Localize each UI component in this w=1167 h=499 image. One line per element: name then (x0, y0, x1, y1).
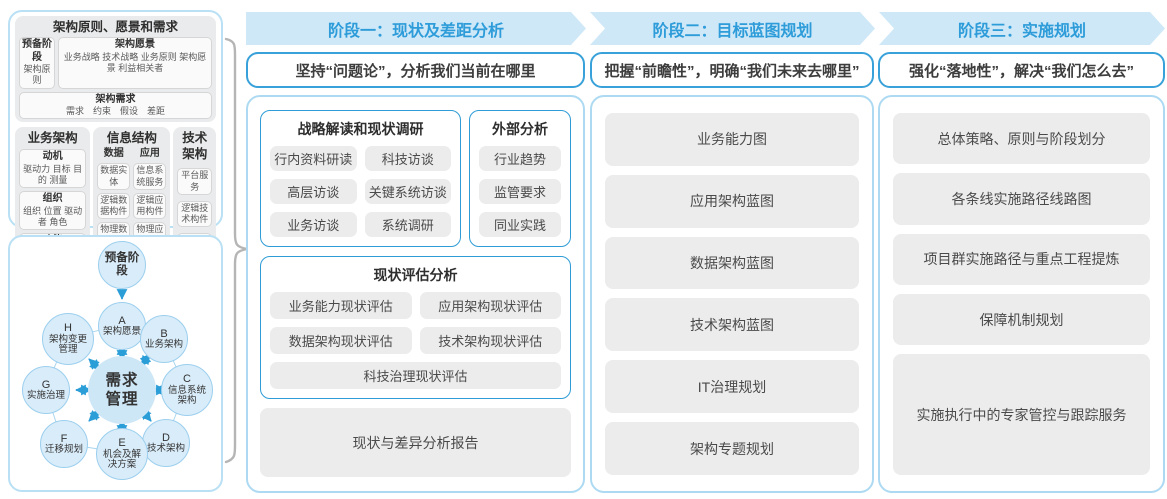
adm-cycle-panel: 预备阶段 A 架构愿景 B 业务架构 C 信息系统架构 D 技术架构 E 机会及… (8, 235, 223, 492)
phase-2-header: 阶段二：目标蓝图规划 (590, 12, 875, 45)
research-item: 行内资料研读 (270, 146, 357, 171)
adm-requirements-management: 需求 管理 (88, 356, 156, 424)
phase-3-header: 阶段三：实施规划 (879, 12, 1165, 45)
section-title: 技术架构 (182, 131, 208, 162)
adm-node-g: G 实施治理 (22, 366, 70, 414)
data-column: 数据 数据实体 逻辑数据构件 物理数据构件 (97, 147, 131, 249)
deliverable-item: 实施执行中的专家管控与跟踪服务 (893, 354, 1150, 476)
section-principles-vision: 架构原则、愿景和需求 预备阶段 架构原则 架构愿景 业务战略 技术战略 业务原则… (15, 16, 216, 123)
technology-item: 平台服务 (177, 168, 212, 195)
deliverable-item: 架构专题规划 (605, 422, 859, 475)
phase-1-header: 阶段一：现状及差距分析 (246, 12, 586, 45)
adm-node-f: F 迁移规划 (40, 420, 88, 468)
research-item: 高层访谈 (270, 179, 357, 204)
deliverable-item: 数据架构蓝图 (605, 236, 859, 290)
assessment-item: 应用架构现状评估 (419, 292, 561, 319)
current-state-assessment-group: 现状评估分析 业务能力现状评估 应用架构现状评估 数据架构现状评估 技术架构现状… (260, 256, 571, 399)
prep-phase-box: 预备阶段 架构原则 (19, 37, 55, 89)
adm-node-e: E 机会及解决方案 (96, 428, 148, 480)
phase-3-panel: 总体策略、原则与阶段划分 各条线实施路径线路图 项目群实施路径与重点工程提炼 保… (878, 95, 1165, 493)
research-item: 系统调研 (364, 212, 451, 237)
adm-node-a: A 架构愿景 (98, 302, 146, 350)
deliverable-item: 应用架构蓝图 (605, 174, 859, 228)
architecture-vision-box: 架构愿景 业务战略 技术战略 业务原则 架构愿景 利益相关者 (58, 37, 212, 89)
phase-1-panel: 战略解读和现状调研 行内资料研读 科技访谈 高层访谈 关键系统访谈 业务访谈 系… (246, 95, 585, 493)
adm-node-h: H 架构变更管理 (42, 313, 94, 365)
external-item: 监管要求 (479, 179, 561, 204)
deliverable-item: 技术架构蓝图 (605, 298, 859, 352)
strategy-research-group: 战略解读和现状调研 行内资料研读 科技访谈 高层访谈 关键系统访谈 业务访谈 系… (260, 110, 461, 247)
external-item: 行业趋势 (479, 146, 561, 171)
external-item: 同业实践 (479, 212, 561, 237)
technology-item: 逻辑技术构件 (177, 200, 212, 228)
organization-box: 组织 组织 位置 驱动者 角色 (19, 191, 87, 231)
deliverable-item: 各条线实施路径线路图 (893, 173, 1150, 225)
application-item: 逻辑应用构件 (133, 192, 167, 220)
application-item: 信息系统服务 (133, 163, 167, 190)
application-column: 应用 信息系统服务 逻辑应用构件 物理应用构件 (133, 147, 167, 249)
deliverable-item: 总体策略、原则与阶段划分 (893, 113, 1150, 165)
section-title: 信息结构 (106, 131, 157, 146)
motivation-box: 动机 驱动力 目标 目的 测量 (19, 149, 87, 189)
deliverable-item: 业务能力图 (605, 113, 859, 166)
phase-2-panel: 业务能力图 应用架构蓝图 数据架构蓝图 技术架构蓝图 IT治理规划 架构专题规划 (590, 95, 874, 493)
assessment-item: 科技治理现状评估 (270, 362, 561, 389)
deliverable-item: IT治理规划 (605, 360, 859, 414)
research-item: 科技访谈 (364, 146, 451, 171)
architecture-requirements-box: 架构需求 需求 约束 假设 差距 (19, 91, 212, 120)
assessment-item: 技术架构现状评估 (419, 327, 561, 354)
deliverable-item: 保障机制规划 (893, 294, 1150, 346)
data-item: 数据实体 (97, 163, 131, 190)
assessment-item: 数据架构现状评估 (270, 327, 412, 354)
framework-panel: 架构原则、愿景和需求 预备阶段 架构原则 架构愿景 业务战略 技术战略 业务原则… (8, 10, 223, 343)
phase-2-subtitle: 把握“前瞻性”，明确“我们未来去哪里” (590, 52, 874, 88)
external-analysis-group: 外部分析 行业趋势 监管要求 同业实践 (469, 110, 571, 247)
adm-node-c: C 信息系统架构 (161, 364, 213, 416)
data-item: 逻辑数据构件 (97, 192, 131, 220)
adm-preliminary-phase: 预备阶段 (98, 241, 146, 289)
research-item: 关键系统访谈 (364, 179, 451, 204)
section-title: 业务架构 (27, 131, 78, 146)
research-item: 业务访谈 (270, 212, 357, 237)
adm-node-b: B 业务架构 (140, 315, 188, 363)
gap-analysis-report-box: 现状与差异分析报告 (260, 408, 571, 477)
deliverable-item: 项目群实施路径与重点工程提炼 (893, 233, 1150, 286)
section-title: 架构原则、愿景和需求 (52, 20, 178, 34)
adm-node-d: D 技术架构 (142, 419, 190, 467)
assessment-item: 业务能力现状评估 (270, 292, 412, 319)
phase-3-subtitle: 强化“落地性”，解决“我们怎么去” (878, 52, 1165, 88)
phase-1-subtitle: 坚持“问题论”，分析我们当前在哪里 (246, 52, 585, 88)
